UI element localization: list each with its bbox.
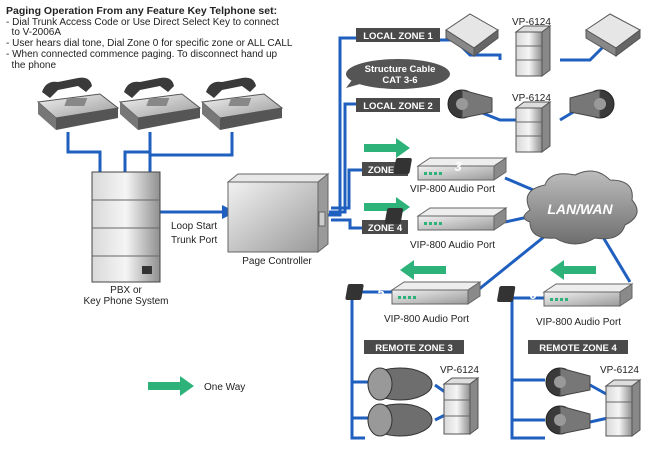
box-speaker-icon xyxy=(585,13,641,57)
vip-audio-port-icon xyxy=(416,157,508,181)
svg-text:LOCAL ZONE 2: LOCAL ZONE 2 xyxy=(363,101,433,112)
vip-audio-port-label: VIP-800 Audio Port xyxy=(536,317,621,328)
zone-label-local-2: LOCAL ZONE 2 xyxy=(356,98,440,112)
svg-text:ZONE 3: ZONE 3 xyxy=(368,165,402,176)
page-controller-icon xyxy=(226,172,330,254)
vp-6124-amplifier-icon xyxy=(514,25,552,77)
svg-text:LOCAL ZONE 1: LOCAL ZONE 1 xyxy=(363,31,433,42)
page-controller-label: Page Controller xyxy=(242,256,312,267)
one-way-arrow-icon xyxy=(148,376,194,396)
structure-cable-callout: Structure Cable CAT 3-6 xyxy=(346,59,450,89)
pbx-label: Key Phone System xyxy=(83,296,168,307)
port-number-badge: 4 xyxy=(384,208,412,224)
pbx-label: PBX or xyxy=(110,285,142,296)
vp-6124-label: VP-6124 xyxy=(512,93,551,104)
instructions-title: Paging Operation From any Feature Key Te… xyxy=(6,5,277,17)
svg-text:CAT 3-6: CAT 3-6 xyxy=(382,75,417,86)
instructions: Paging Operation From any Feature Key Te… xyxy=(6,5,293,71)
vip-audio-port-label: VIP-800 Audio Port xyxy=(384,314,469,325)
telephone-icon xyxy=(118,77,202,130)
pbx-tower-icon xyxy=(91,171,161,283)
instruction-line: the phone xyxy=(6,60,56,71)
one-way-arrow-icon xyxy=(400,260,446,280)
svg-text:5: 5 xyxy=(377,285,385,300)
instruction-line: - Dial Trunk Access Code or Use Direct S… xyxy=(6,17,279,28)
vip-audio-port-label: VIP-800 Audio Port xyxy=(410,184,495,195)
horn-speaker-icon xyxy=(569,89,615,119)
vip-audio-port-label: VIP-800 Audio Port xyxy=(410,240,495,251)
vp-6124-label: VP-6124 xyxy=(440,365,479,376)
svg-text:REMOTE ZONE 3: REMOTE ZONE 3 xyxy=(375,343,453,354)
port-number-badge: 3 xyxy=(393,158,462,174)
lan-wan-cloud-icon xyxy=(523,170,638,245)
horn-speaker-icon xyxy=(545,405,591,435)
vp-6124-amplifier-icon xyxy=(514,101,552,153)
one-way-arrow-icon xyxy=(364,138,410,158)
drum-speaker-icon xyxy=(367,367,433,401)
svg-text:3: 3 xyxy=(454,159,462,174)
vip-audio-port-icon xyxy=(416,207,508,231)
port-number-badge: 5 xyxy=(345,284,385,300)
instruction-line: - User hears dial tone, Dial Zone 0 for … xyxy=(6,38,293,49)
drum-speaker-icon xyxy=(367,403,433,437)
svg-text:ZONE 4: ZONE 4 xyxy=(368,223,403,234)
horn-speaker-icon xyxy=(447,89,493,119)
zone-label-remote-4: REMOTE ZONE 4 xyxy=(528,340,628,354)
vp-6124-amplifier-icon xyxy=(442,377,480,435)
vp-6124-label: VP-6124 xyxy=(600,365,639,376)
trunk-label: Trunk Port xyxy=(171,235,218,246)
svg-text:6: 6 xyxy=(529,287,537,302)
svg-text:REMOTE ZONE 4: REMOTE ZONE 4 xyxy=(539,343,617,354)
lan-wan-label: LAN/WAN xyxy=(547,201,613,217)
one-way-label: One Way xyxy=(204,382,245,393)
zone-label-local-1: LOCAL ZONE 1 xyxy=(356,28,440,42)
horn-speaker-icon xyxy=(545,367,591,397)
telephone-icon xyxy=(200,77,284,130)
zone-label-remote-3: REMOTE ZONE 3 xyxy=(364,340,464,354)
svg-text:4: 4 xyxy=(403,209,412,224)
vip-audio-port-icon xyxy=(542,283,634,307)
telephone-icon xyxy=(36,77,120,130)
one-way-arrow-icon xyxy=(550,260,596,280)
instruction-line: to V-2006A xyxy=(6,27,61,38)
svg-text:Structure Cable: Structure Cable xyxy=(365,64,436,75)
instruction-line: - When connected commence paging. To dis… xyxy=(6,49,278,60)
trunk-label: Loop Start xyxy=(171,221,217,232)
vp-6124-amplifier-icon xyxy=(604,379,642,437)
box-speaker-icon xyxy=(445,13,499,57)
vip-audio-port-icon xyxy=(390,281,482,305)
port-number-badge: 6 xyxy=(497,286,537,302)
vp-6124-label: VP-6124 xyxy=(512,17,551,28)
